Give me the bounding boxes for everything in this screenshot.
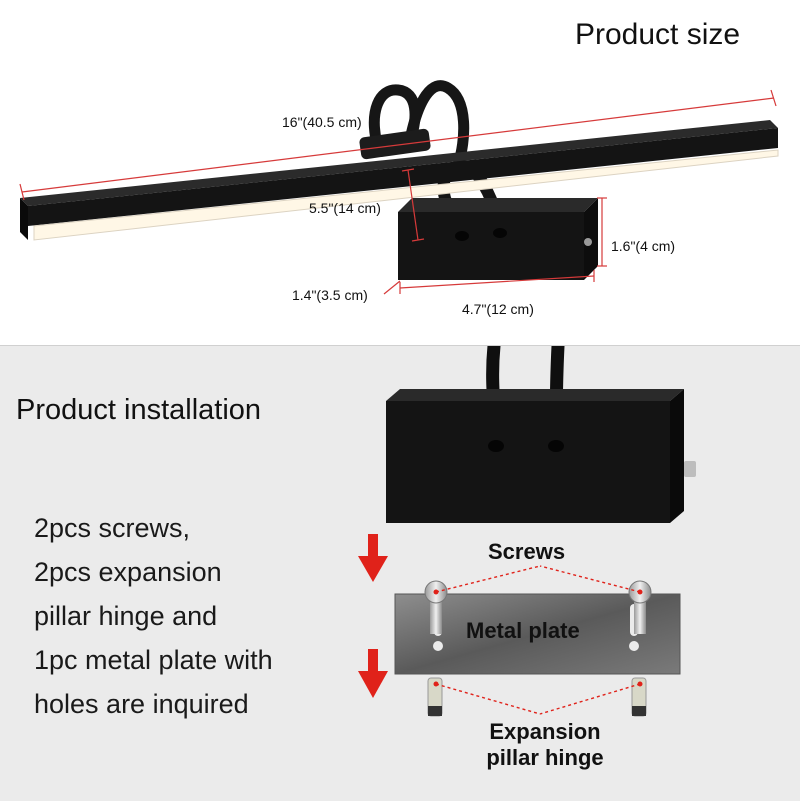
arrow-down-1 (368, 534, 378, 558)
light-bar-top (20, 120, 778, 206)
installation-line: pillar hinge and (34, 601, 218, 631)
installation-line: 2pcs screws, (34, 513, 191, 543)
install-base-side (670, 389, 684, 523)
product-installation-panel: Product installation 2pcs screws, 2pcs e… (0, 345, 800, 801)
install-base-front (386, 401, 670, 523)
lamp-dimension-drawing (19, 80, 779, 295)
metal-plate-label: Metal plate (466, 618, 580, 643)
base-front-face (398, 212, 584, 280)
screws-label: Screws (488, 539, 566, 564)
light-bar-front (28, 128, 778, 226)
width-dimension-line (399, 275, 595, 289)
dimension-lines (19, 89, 777, 295)
hinge-label-line-2: pillar hinge (486, 745, 604, 770)
base-side-face (584, 198, 598, 280)
length-dimension-line (21, 97, 775, 193)
base-top-face (398, 198, 598, 212)
installation-description: 2pcs screws, 2pcs expansion pillar hinge… (34, 506, 273, 726)
pointer-lines (435, 565, 641, 715)
lamp-clamp (359, 128, 431, 160)
red-arrows (358, 534, 388, 698)
installation-drawing (358, 346, 696, 717)
hinge-right (631, 677, 647, 717)
base-switch (584, 238, 592, 246)
base-depth-label: 1.4"(3.5 cm) (292, 287, 368, 303)
base-height-label: 1.6"(4 cm) (611, 238, 676, 254)
arm-dimension-line (407, 169, 419, 241)
arm-length-label: 5.5"(14 cm) (309, 200, 381, 216)
product-size-title: Product size (575, 18, 741, 51)
depth-dimension-line (383, 280, 401, 295)
product-installation-title: Product installation (16, 394, 262, 426)
lamp-arm-loop-right (404, 80, 470, 171)
hinge-label-line-1: Expansion (489, 719, 601, 744)
install-base-switch (684, 461, 696, 477)
installation-line: 2pcs expansion (34, 557, 222, 587)
install-base-top (386, 389, 684, 401)
base-width-label: 4.7"(12 cm) (462, 301, 534, 317)
light-panel (33, 149, 779, 241)
hinge-left (427, 677, 443, 717)
expansion-hinge-label: Expansion pillar hinge (470, 719, 620, 771)
installation-line: holes are inquired (34, 689, 249, 719)
arrow-down-2 (368, 649, 378, 673)
length-label: 16"(40.5 cm) (282, 114, 362, 130)
installation-line: 1pc metal plate with (34, 645, 273, 675)
product-size-panel: Product size 16"(40.5 cm) 5.5"(14 cm) 1.… (0, 0, 800, 345)
